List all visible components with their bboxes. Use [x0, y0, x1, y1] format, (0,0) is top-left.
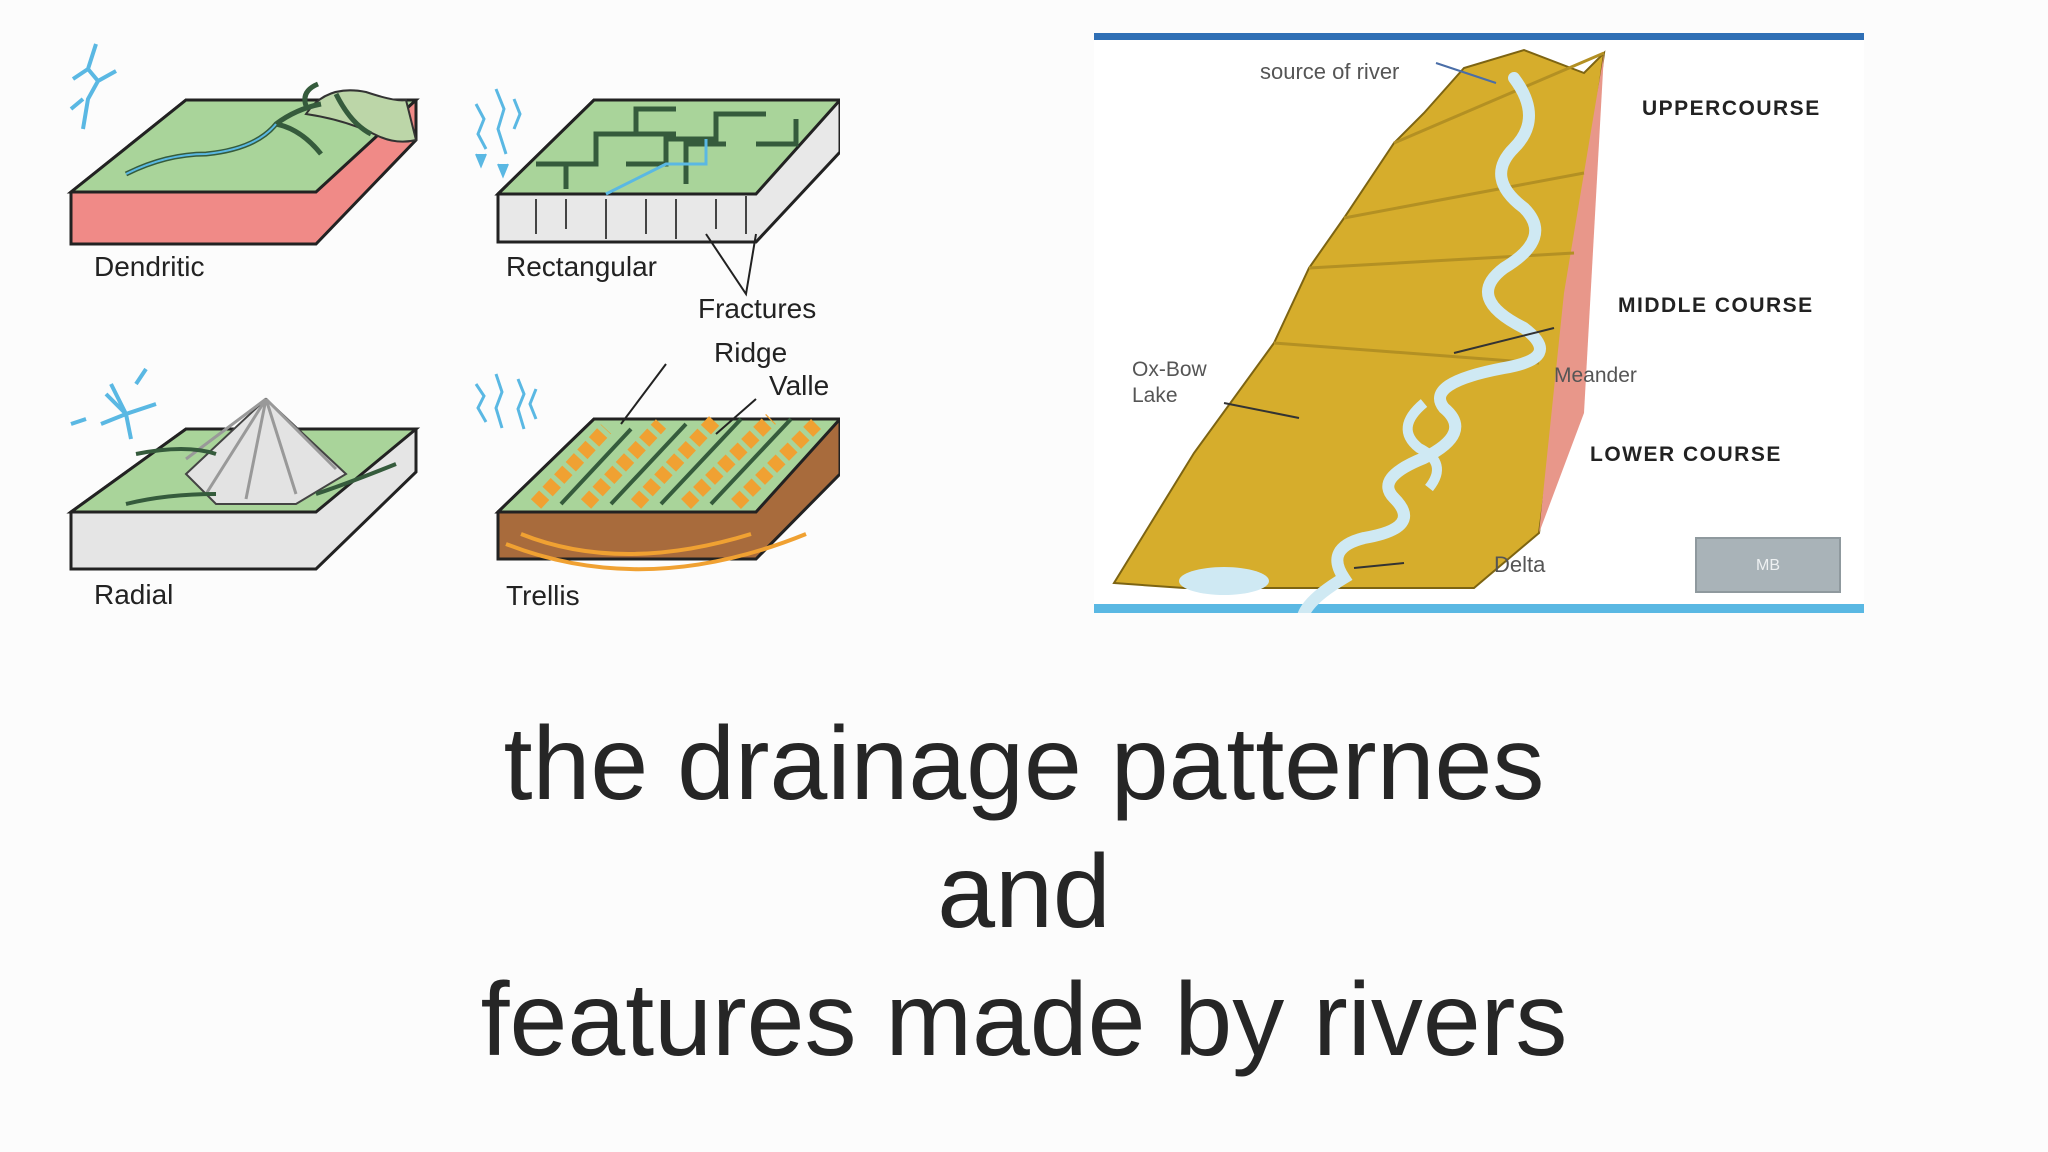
source-label: source of river	[1260, 59, 1399, 84]
dendritic-block	[66, 43, 420, 246]
trellis-label: Trellis	[506, 580, 580, 611]
caption-line-3: features made by rivers	[480, 962, 1568, 1078]
bottom-border	[1094, 604, 1864, 613]
lowercourse-label: LOWER COURSE	[1590, 443, 1782, 466]
caption-line-1: the drainage patternes	[503, 706, 1545, 822]
slide-caption: the drainage patternes and features made…	[0, 700, 2048, 1084]
delta-leader	[1353, 562, 1405, 569]
oxbow-label-line1: Ox-Bow	[1132, 358, 1208, 381]
river-channel	[1297, 72, 1546, 613]
ridge-label: Ridge	[714, 337, 787, 368]
radial-label: Radial	[94, 579, 173, 610]
oxbow-lake	[1402, 399, 1442, 492]
oxbow-label-line2: Lake	[1132, 384, 1178, 407]
uppercourse-label: UPPERCOURSE	[1642, 97, 1821, 120]
river-course-figure: source of river UPPERCOURSE MIDDLE COURS…	[1094, 33, 1864, 613]
valley-label: Valle	[769, 370, 829, 401]
valley-side-wall	[1539, 53, 1604, 533]
source-leader	[1435, 62, 1497, 84]
delta-shape	[1179, 567, 1269, 595]
radial-block	[66, 367, 421, 571]
dendritic-label: Dendritic	[94, 251, 204, 282]
drainage-patterns-figure: Dendritic Rectangular Fractures Radial R…	[66, 43, 840, 611]
top-border	[1094, 33, 1864, 40]
rectangular-block	[474, 88, 840, 297]
rectangular-label: Rectangular	[506, 251, 657, 282]
delta-label: Delta	[1494, 552, 1546, 577]
oxbow-leader	[1223, 402, 1300, 419]
mb-badge	[1695, 537, 1841, 593]
middlecourse-label: MIDDLE COURSE	[1618, 294, 1814, 317]
meander-label: Meander	[1554, 364, 1637, 387]
meander-leader	[1453, 327, 1555, 354]
trellis-block	[474, 363, 840, 572]
mb-badge-label: MB	[1756, 557, 1780, 574]
fractures-label: Fractures	[698, 293, 816, 324]
terrain-ridges	[1273, 51, 1605, 365]
caption-line-2: and	[937, 834, 1111, 950]
